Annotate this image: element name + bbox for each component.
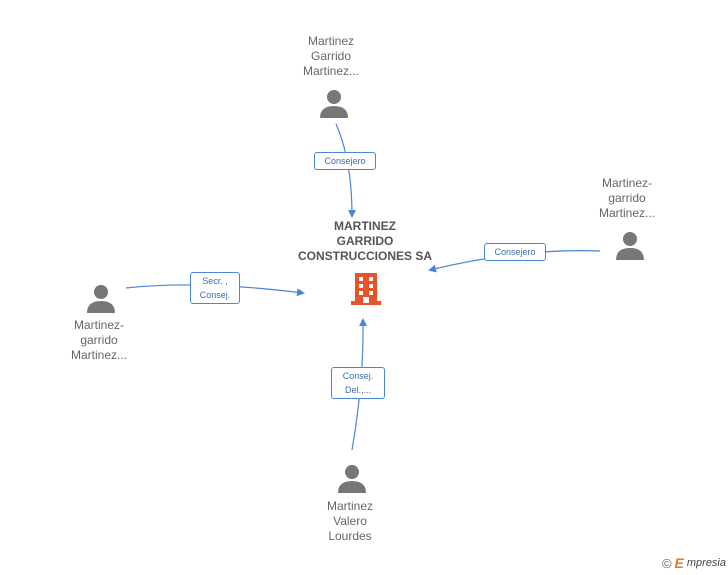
person-name-top[interactable]: Martinez Garrido Martinez... (302, 34, 359, 78)
person-name-bottom[interactable]: Martinez Valero Lourdes (326, 499, 373, 543)
edge-top (335, 123, 356, 218)
building-icon[interactable] (351, 271, 381, 305)
edge-label-bottom: Consej. Del.,... (331, 367, 385, 399)
person-name-left[interactable]: Martinez- garrido Martinez... (70, 318, 127, 362)
person-icon[interactable] (86, 283, 116, 313)
copyright-icon: © (661, 555, 672, 571)
person-icon[interactable] (615, 230, 645, 260)
edge-label-top: Consejero (314, 152, 376, 170)
person-icon[interactable] (319, 88, 349, 118)
edge-label-left: Secr. , Consej. (190, 272, 240, 304)
brand-logo-letter: E (674, 555, 684, 571)
brand-name: mpresia (686, 557, 726, 569)
edge-label-right: Consejero (484, 243, 546, 261)
person-icon[interactable] (337, 463, 367, 493)
person-name-right[interactable]: Martinez- garrido Martinez... (598, 176, 655, 220)
company-name[interactable]: MARTINEZ GARRIDO CONSTRUCCIONES SA (297, 219, 432, 263)
